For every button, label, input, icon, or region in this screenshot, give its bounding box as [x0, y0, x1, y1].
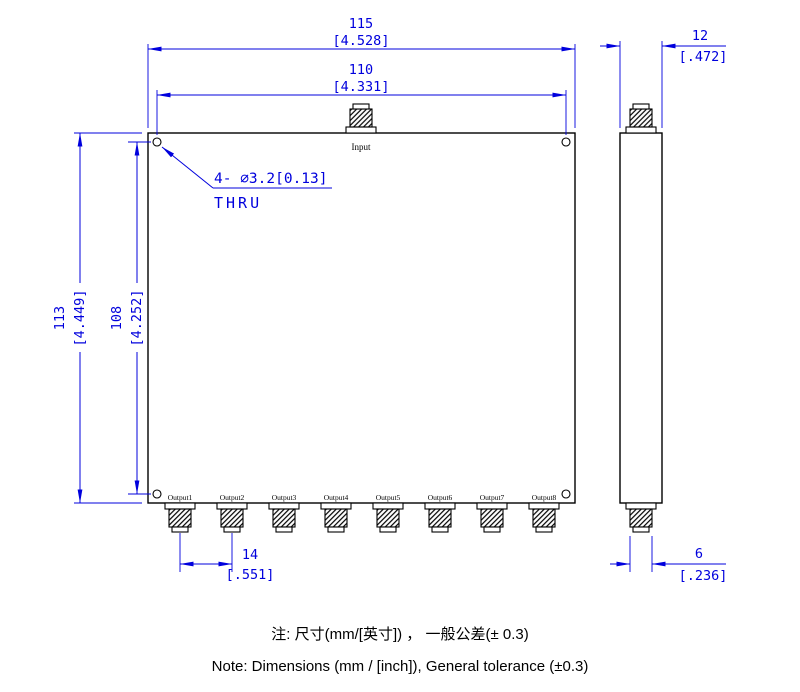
note-chinese: 注: 尺寸(mm/[英寸]) ， 一般公差(± 0.3) — [271, 625, 528, 643]
dim-hole-spacing-width-inch: [4.331] — [333, 79, 390, 95]
dim-overall-width-inch: [4.528] — [333, 33, 390, 49]
output-labels: Output1 Output2 Output3 Output4 Output5 … — [168, 493, 557, 502]
output-connectors — [164, 502, 560, 533]
dim-depth-inch: [.472] — [679, 49, 728, 65]
output5-connector — [372, 502, 404, 533]
mounting-hole-bottom-left — [152, 489, 162, 499]
output4-connector — [320, 502, 352, 533]
dim-output-pitch: 14 [.551] — [179, 533, 275, 583]
dim-overall-height: 113 [4.449] — [52, 132, 142, 504]
output6-label: Output6 — [428, 493, 453, 502]
output3-label: Output3 — [272, 493, 297, 502]
side-top-connector — [625, 103, 657, 134]
output7-label: Output7 — [480, 493, 505, 502]
output1-connector — [164, 502, 196, 533]
output4-label: Output4 — [324, 493, 349, 502]
dim-hole-spacing-height-inch: [4.252] — [129, 290, 145, 347]
side-bottom-connector — [625, 502, 657, 533]
output3-connector — [268, 502, 300, 533]
front-view-body — [147, 132, 576, 504]
dim-output-pitch-mm: 14 — [242, 547, 258, 563]
dim-depth-mm: 12 — [692, 28, 708, 44]
dim-overall-width: 115 [4.528] — [147, 16, 576, 128]
dim-hole-spacing-width-mm: 110 — [349, 62, 373, 78]
output7-connector — [476, 502, 508, 533]
output2-connector — [216, 502, 248, 533]
dim-overall-height-mm: 113 — [52, 306, 68, 330]
output2-label: Output2 — [220, 493, 245, 502]
hole-callout-spec: 4- ⌀3.2[0.13] — [214, 171, 328, 187]
front-view: Input Output1 Output2 Output3 Output4 Ou… — [147, 103, 576, 533]
output1-label: Output1 — [168, 493, 193, 502]
dim-hole-spacing-height: 108 [4.252] — [109, 141, 151, 495]
output8-label: Output8 — [532, 493, 557, 502]
dim-overall-width-mm: 115 — [349, 16, 373, 32]
dim-connector-width-inch: [.236] — [679, 568, 728, 584]
dim-hole-spacing-height-mm: 108 — [109, 306, 125, 330]
output6-connector — [424, 502, 456, 533]
side-view — [619, 103, 663, 533]
hole-callout-thru: THRU — [214, 194, 262, 212]
note-english: Note: Dimensions (mm / [inch]), General … — [212, 658, 589, 675]
output8-connector — [528, 502, 560, 533]
mounting-hole-top-right — [561, 137, 571, 147]
side-view-body — [619, 132, 663, 504]
dim-depth: 12 [.472] — [600, 28, 727, 128]
mounting-hole-bottom-right — [561, 489, 571, 499]
output5-label: Output5 — [376, 493, 401, 502]
dim-connector-width-mm: 6 — [695, 546, 703, 562]
callout-leader-line — [161, 146, 214, 189]
hole-callout: 4- ⌀3.2[0.13] THRU — [161, 146, 332, 212]
dim-output-pitch-inch: [.551] — [226, 567, 275, 583]
dim-hole-spacing-width: 110 [4.331] — [156, 62, 567, 135]
dim-connector-width: 6 [.236] — [610, 536, 727, 584]
notes: 注: 尺寸(mm/[英寸]) ， 一般公差(± 0.3) Note: Dimen… — [212, 625, 589, 675]
mounting-hole-top-left — [152, 137, 162, 147]
dim-overall-height-inch: [4.449] — [72, 290, 88, 347]
input-connector — [345, 103, 377, 134]
input-label: Input — [352, 142, 371, 152]
